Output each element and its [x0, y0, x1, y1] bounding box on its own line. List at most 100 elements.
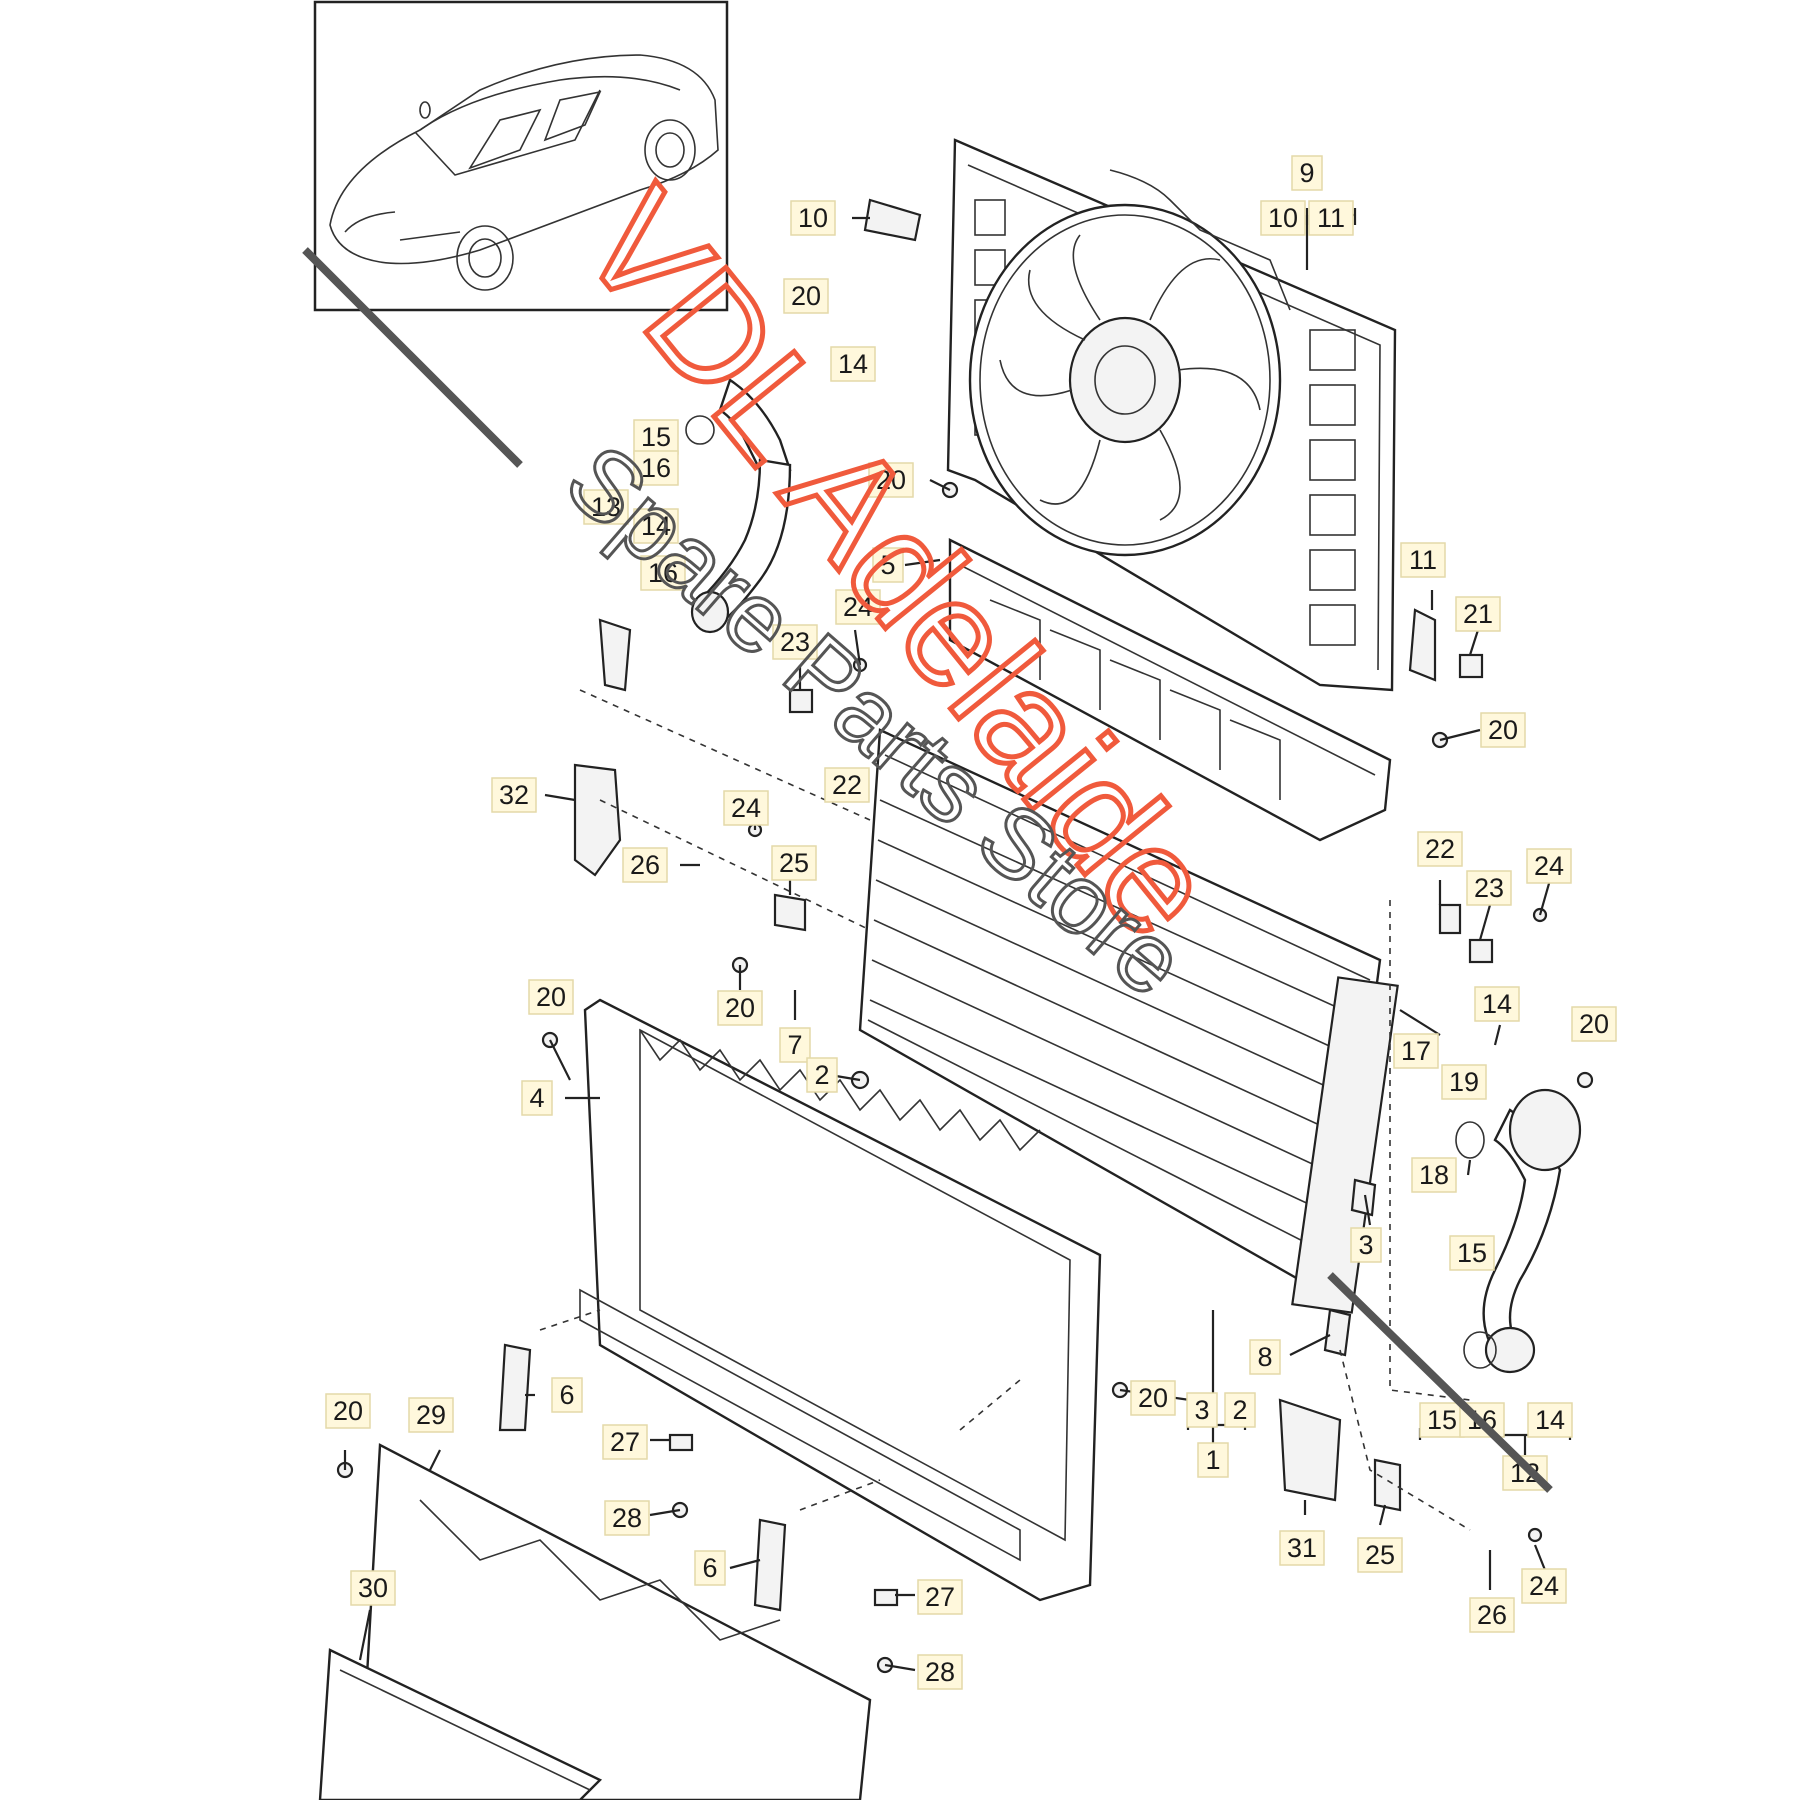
- callout-c-26b: 26: [1469, 1597, 1515, 1633]
- callout-c-14d: 14: [1527, 1402, 1573, 1438]
- callout-c-25a: 25: [771, 845, 817, 881]
- callout-number: 6: [559, 1380, 574, 1410]
- clip-25b: [1373, 1458, 1402, 1512]
- callout-number: 11: [1409, 545, 1437, 575]
- callout-number: 15: [1457, 1238, 1487, 1268]
- watermark-stroke-lower: [1327, 1272, 1553, 1493]
- callout-box: [640, 555, 686, 591]
- callout-c-2b: 2: [1224, 1392, 1256, 1428]
- clip-22: [1438, 903, 1462, 935]
- callout-c-22a: 22: [824, 767, 870, 803]
- callout-box: [868, 462, 914, 498]
- callout-c-12: 12: [1502, 1455, 1548, 1491]
- callout-number: 20: [791, 281, 821, 311]
- callout-box: [717, 990, 763, 1026]
- callout-number: 28: [925, 1657, 955, 1687]
- callout-box: [772, 624, 818, 660]
- callout-number: 5: [880, 550, 895, 580]
- callout-number: 9: [1299, 158, 1314, 188]
- callout-number: 7: [787, 1030, 802, 1060]
- dashed-guides: [539, 689, 1471, 1531]
- clip-21: [1458, 653, 1484, 679]
- front-carrier-frame: [579, 998, 1102, 1602]
- oring-15: [1455, 1121, 1485, 1159]
- callout-box: [1441, 1064, 1487, 1100]
- callout-c-25b: 25: [1357, 1537, 1403, 1573]
- callout-box: [633, 450, 679, 486]
- callout-number: 11: [1317, 203, 1345, 233]
- callout-number: 21: [1463, 599, 1493, 629]
- clip-25: [773, 893, 807, 932]
- callout-c-24c: 24: [1526, 848, 1572, 884]
- callout-box: [325, 1393, 371, 1429]
- seal-17: [598, 618, 632, 692]
- callout-c-28b: 28: [917, 1654, 963, 1690]
- callout-number: 25: [779, 848, 809, 878]
- callout-c-3a: 3: [1350, 1227, 1382, 1263]
- oring-15c: [1463, 1331, 1497, 1369]
- callout-number: 19: [1449, 1067, 1479, 1097]
- callout-c-16a: 16: [633, 450, 679, 486]
- callout-number: 23: [1474, 873, 1504, 903]
- callout-c-9: 9: [1291, 155, 1323, 191]
- callout-number: 32: [499, 780, 529, 810]
- nut-27a: [668, 1433, 694, 1452]
- callout-number: 22: [832, 770, 862, 800]
- bracket-10: [863, 198, 922, 242]
- callout-number: 2: [1232, 1395, 1247, 1425]
- callout-number: 26: [630, 850, 660, 880]
- callout-box: [1357, 1537, 1403, 1573]
- vehicle-thumbnail: [313, 0, 729, 312]
- callout-box: [1350, 1227, 1382, 1263]
- callout-box: [1474, 986, 1520, 1022]
- callout-number: 20: [725, 993, 755, 1023]
- bracket-8: [1323, 1308, 1352, 1357]
- callout-number: 30: [358, 1573, 388, 1603]
- callout-number: 20: [1488, 715, 1518, 745]
- callout-box: [771, 845, 817, 881]
- callout-c-7: 7: [779, 1027, 811, 1063]
- callout-box: [1466, 870, 1512, 906]
- callout-box: [917, 1654, 963, 1690]
- callout-c-6a: 6: [551, 1377, 583, 1413]
- callout-box: [1419, 1402, 1465, 1438]
- callout-box: [1455, 596, 1501, 632]
- callout-c-11b: 11: [1400, 542, 1446, 578]
- callout-box: [723, 790, 769, 826]
- callout-c-1: 1: [1197, 1442, 1229, 1478]
- callout-c-20d: 20: [1571, 1006, 1617, 1042]
- callout-number: 27: [925, 1582, 955, 1612]
- callout-number: 20: [1579, 1009, 1609, 1039]
- callout-number: 29: [416, 1400, 446, 1430]
- callout-box: [835, 589, 881, 625]
- callout-box: [1291, 155, 1323, 191]
- callout-box: [1449, 1235, 1495, 1271]
- callout-box: [779, 1027, 811, 1063]
- bolt-20d: [1576, 1071, 1594, 1089]
- callout-box: [917, 1579, 963, 1615]
- fan-shroud: [946, 138, 1397, 692]
- callout-box: [1527, 1402, 1573, 1438]
- callout-c-20a: 20: [783, 278, 829, 314]
- air-guide: [948, 538, 1392, 842]
- callout-box: [633, 508, 679, 544]
- callout-box: [1571, 1006, 1617, 1042]
- callout-box: [783, 278, 829, 314]
- callout-c-27a: 27: [602, 1424, 648, 1460]
- callout-c-14b: 14: [633, 508, 679, 544]
- shroud-louvers-right: [1309, 329, 1356, 646]
- callout-c-24b: 24: [723, 790, 769, 826]
- bracket-32: [573, 763, 622, 877]
- callout-c-6b: 6: [694, 1550, 726, 1586]
- callout-c-20h: 20: [325, 1393, 371, 1429]
- callout-c-20b: 20: [868, 462, 914, 498]
- callout-box: [694, 1550, 726, 1586]
- callout-number: 18: [1419, 1160, 1449, 1190]
- callout-c-20e: 20: [528, 979, 574, 1015]
- callout-box: [1224, 1392, 1256, 1428]
- callout-number: 16: [641, 453, 671, 483]
- callout-number: 31: [1287, 1533, 1317, 1563]
- callout-number: 1: [1205, 1445, 1220, 1475]
- callout-c-30: 30: [350, 1570, 396, 1606]
